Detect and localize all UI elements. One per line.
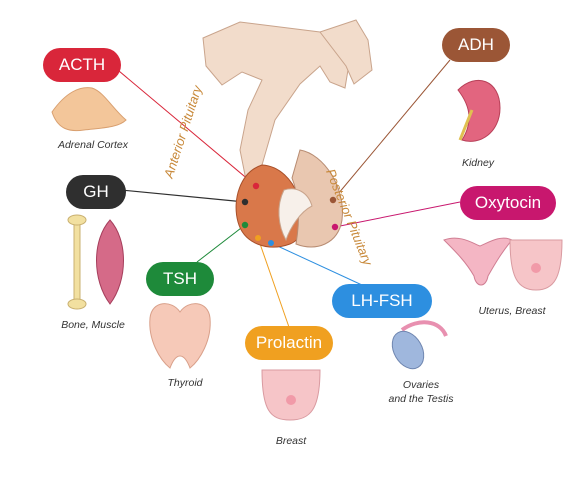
hormone-gh-pill[interactable]: GH bbox=[66, 175, 126, 209]
hormone-prolactin-pill[interactable]: Prolactin bbox=[245, 326, 333, 360]
pituitary-gland bbox=[202, 19, 373, 248]
caption-adrenal-cortex: Adrenal Cortex bbox=[57, 139, 129, 151]
infundibulum bbox=[278, 188, 313, 242]
kidney-image bbox=[457, 79, 501, 142]
caption-kidney: Kidney bbox=[461, 157, 495, 169]
uterus-image bbox=[443, 237, 513, 286]
caption-ovaries-line2: and the Testis bbox=[388, 393, 454, 405]
dot-gh bbox=[241, 198, 249, 206]
caption-uterus-breast: Uterus, Breast bbox=[478, 305, 546, 317]
connector-lhfsh bbox=[270, 242, 363, 286]
caption-breast: Breast bbox=[275, 435, 307, 447]
thyroid-image bbox=[149, 303, 211, 369]
hormone-acth-pill[interactable]: ACTH bbox=[43, 48, 121, 82]
dot-prolactin bbox=[255, 235, 261, 241]
caption-bone-muscle: Bone, Muscle bbox=[61, 319, 125, 331]
connector-acth bbox=[112, 65, 257, 187]
connector-oxytocin bbox=[334, 201, 461, 228]
connector-gh bbox=[120, 189, 246, 203]
dot-oxytocin bbox=[331, 223, 339, 231]
dot-tsh bbox=[241, 221, 249, 229]
connector-prolactin bbox=[257, 237, 291, 331]
hormone-lhfsh-pill[interactable]: LH-FSH bbox=[332, 284, 432, 318]
breast-right-image bbox=[509, 239, 563, 291]
adrenal-gland-image bbox=[51, 87, 127, 132]
ovaries-image bbox=[391, 320, 448, 370]
brain-lobe-right bbox=[319, 19, 373, 85]
hormone-tsh-pill[interactable]: TSH bbox=[146, 262, 214, 296]
hormone-adh-pill[interactable]: ADH bbox=[442, 28, 510, 62]
connector-adh bbox=[332, 59, 451, 201]
bone-image bbox=[67, 214, 87, 310]
muscle-image bbox=[96, 219, 124, 305]
dot-adh bbox=[329, 196, 337, 204]
dot-acth bbox=[252, 182, 260, 190]
brain-stalk bbox=[202, 21, 351, 181]
connector-tsh bbox=[196, 224, 246, 263]
dot-lhfsh bbox=[268, 240, 274, 246]
caption-thyroid: Thyroid bbox=[167, 377, 203, 389]
caption-ovaries-line1: Ovaries bbox=[402, 379, 440, 391]
hormone-oxytocin-pill[interactable]: Oxytocin bbox=[460, 186, 556, 220]
breast-image bbox=[261, 369, 321, 421]
